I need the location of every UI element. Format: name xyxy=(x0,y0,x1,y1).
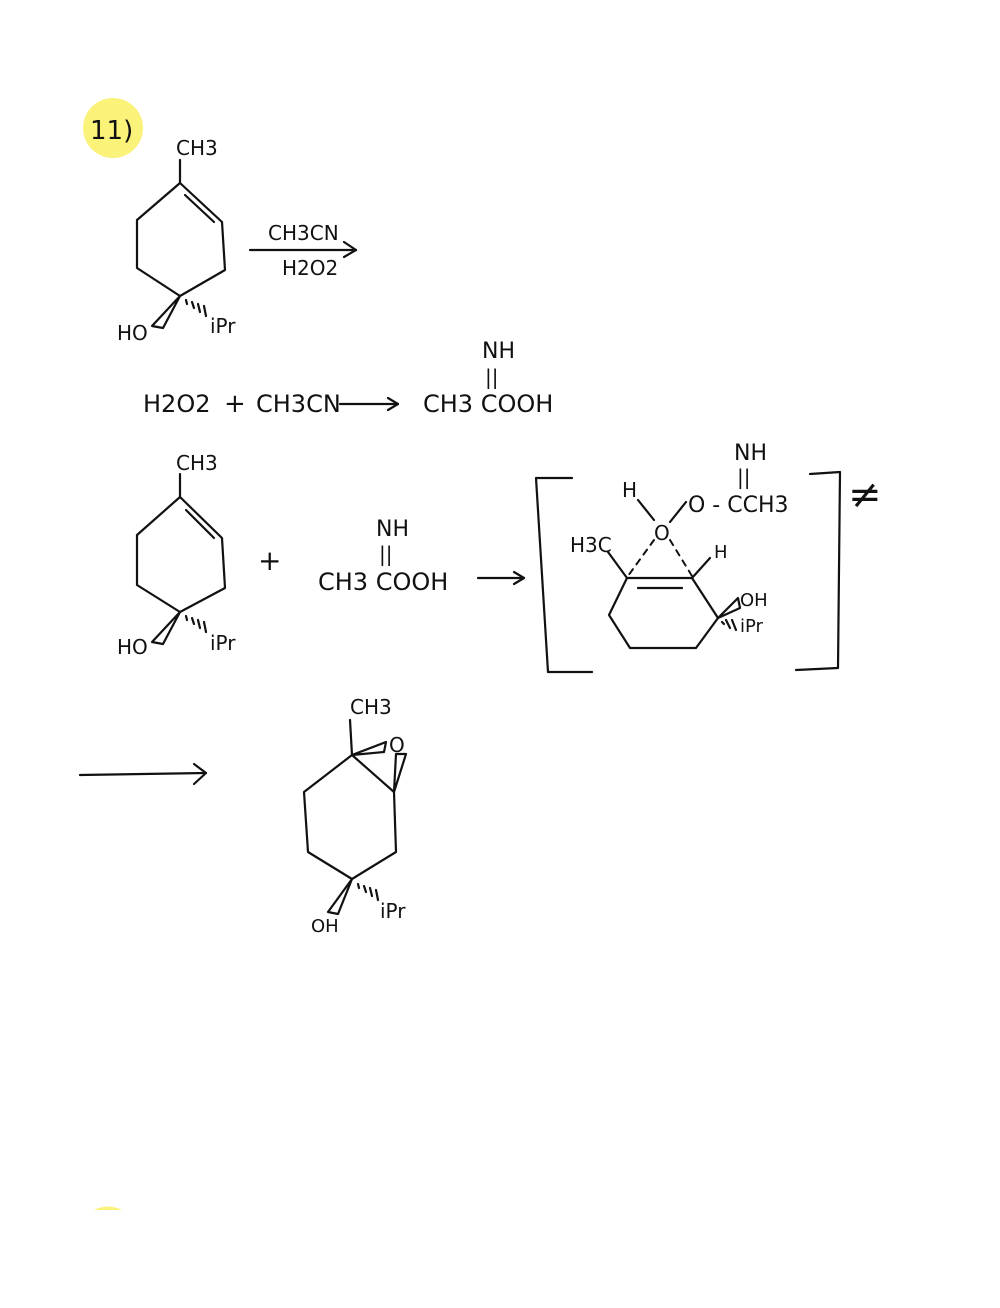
isopropyl-label: iPr xyxy=(210,314,236,338)
cyclohexene-ring xyxy=(135,181,227,298)
methyl-bond xyxy=(348,718,354,757)
alkene-reactant-structure: CH3 HO iPr xyxy=(117,451,236,659)
plus-sign: + xyxy=(258,544,281,577)
ts-nh-label: NH xyxy=(734,441,767,466)
double-bond-line xyxy=(184,508,216,540)
ts-hydrogen-label: H xyxy=(622,478,637,502)
plus-sign: + xyxy=(224,389,246,419)
reagent-hydrogen-peroxide: H2O2 xyxy=(282,256,338,280)
epoxide-product-structure: CH3 O OH iPr xyxy=(302,695,408,937)
ts-isopropyl-label: iPr xyxy=(740,616,764,637)
isopropyl-hash-bond xyxy=(356,882,380,902)
ts-ester-label: O - CCH3 xyxy=(688,493,789,518)
left-bracket xyxy=(534,476,594,674)
ts-partial-bond-left xyxy=(627,539,655,577)
isopropyl-hash-bond xyxy=(184,614,208,634)
isopropyl-hash-bond xyxy=(184,298,208,318)
product-peroxyimidic-acid: CH3 COOH xyxy=(423,390,553,418)
methyl-label: CH3 xyxy=(350,695,392,719)
product-nh: NH xyxy=(482,339,515,364)
ts-hydroxyl-wedge xyxy=(716,596,742,620)
ts-oxygen-label: O xyxy=(654,521,670,545)
right-bracket xyxy=(794,470,842,672)
ts-hydroxyl-label: OH xyxy=(740,590,768,611)
hydroxyl-label: HO xyxy=(117,635,148,659)
highlight-smudge xyxy=(94,1206,122,1210)
hydroxyl-label: OH xyxy=(311,916,339,937)
ts-h-bond xyxy=(690,556,712,580)
epoxide-wedge-right xyxy=(392,752,408,794)
problem-number: 11) xyxy=(83,98,143,158)
ts-isopropyl-hash-bond xyxy=(720,618,738,632)
peracid-formation-equation: H2O2 + CH3CN NH || CH3 COOH xyxy=(143,339,553,419)
cyclohexene-ring xyxy=(135,495,227,614)
problem-number-label: 11) xyxy=(90,116,133,146)
hydroxyl-wedge xyxy=(150,610,182,646)
reactant-hydrogen-peroxide: H2O2 xyxy=(143,390,210,418)
ts-oh-bond xyxy=(636,498,656,522)
ts-methyl-label: H3C xyxy=(570,533,612,557)
epoxide-oxygen-label: O xyxy=(389,733,405,757)
reaction-arrow-1: CH3CN H2O2 xyxy=(248,221,358,280)
reagent-acetonitrile: CH3CN xyxy=(268,221,339,245)
product-double-bond: || xyxy=(485,365,498,389)
peracid-double-bond: || xyxy=(379,542,392,566)
ts-h-label: H xyxy=(714,542,728,563)
ts-methyl-bond xyxy=(606,550,629,580)
methyl-label: CH3 xyxy=(176,136,218,160)
hydroxyl-label: HO xyxy=(117,321,148,345)
isopropyl-label: iPr xyxy=(380,899,406,923)
peracid-formula: CH3 COOH xyxy=(318,568,448,596)
epoxide-wedge-left xyxy=(350,740,388,757)
double-bond-line xyxy=(183,193,216,224)
hydroxyl-wedge xyxy=(326,877,354,916)
isopropyl-label: iPr xyxy=(210,631,236,655)
peracid-nh: NH xyxy=(376,517,409,542)
ts-partial-bond-right xyxy=(669,539,693,577)
hydroxyl-wedge xyxy=(150,294,182,330)
ts-oo-bond xyxy=(668,500,688,524)
cyclohexane-ring xyxy=(302,753,398,881)
reaction-arrow-4 xyxy=(78,762,208,786)
peracid-reagent: NH || CH3 COOH xyxy=(318,517,448,596)
methyl-label: CH3 xyxy=(176,451,218,475)
starting-material-structure: CH3 HO iPr xyxy=(117,136,236,345)
transition-state: ≠ H O NH || O - CCH3 H3C H OH iPr xyxy=(534,441,882,674)
highlight-mark xyxy=(83,98,143,158)
reactant-acetonitrile: CH3CN xyxy=(256,390,341,418)
reaction-arrow-3 xyxy=(476,570,526,586)
transition-state-mark: ≠ xyxy=(848,472,882,518)
ts-double-bond: || xyxy=(737,465,750,489)
